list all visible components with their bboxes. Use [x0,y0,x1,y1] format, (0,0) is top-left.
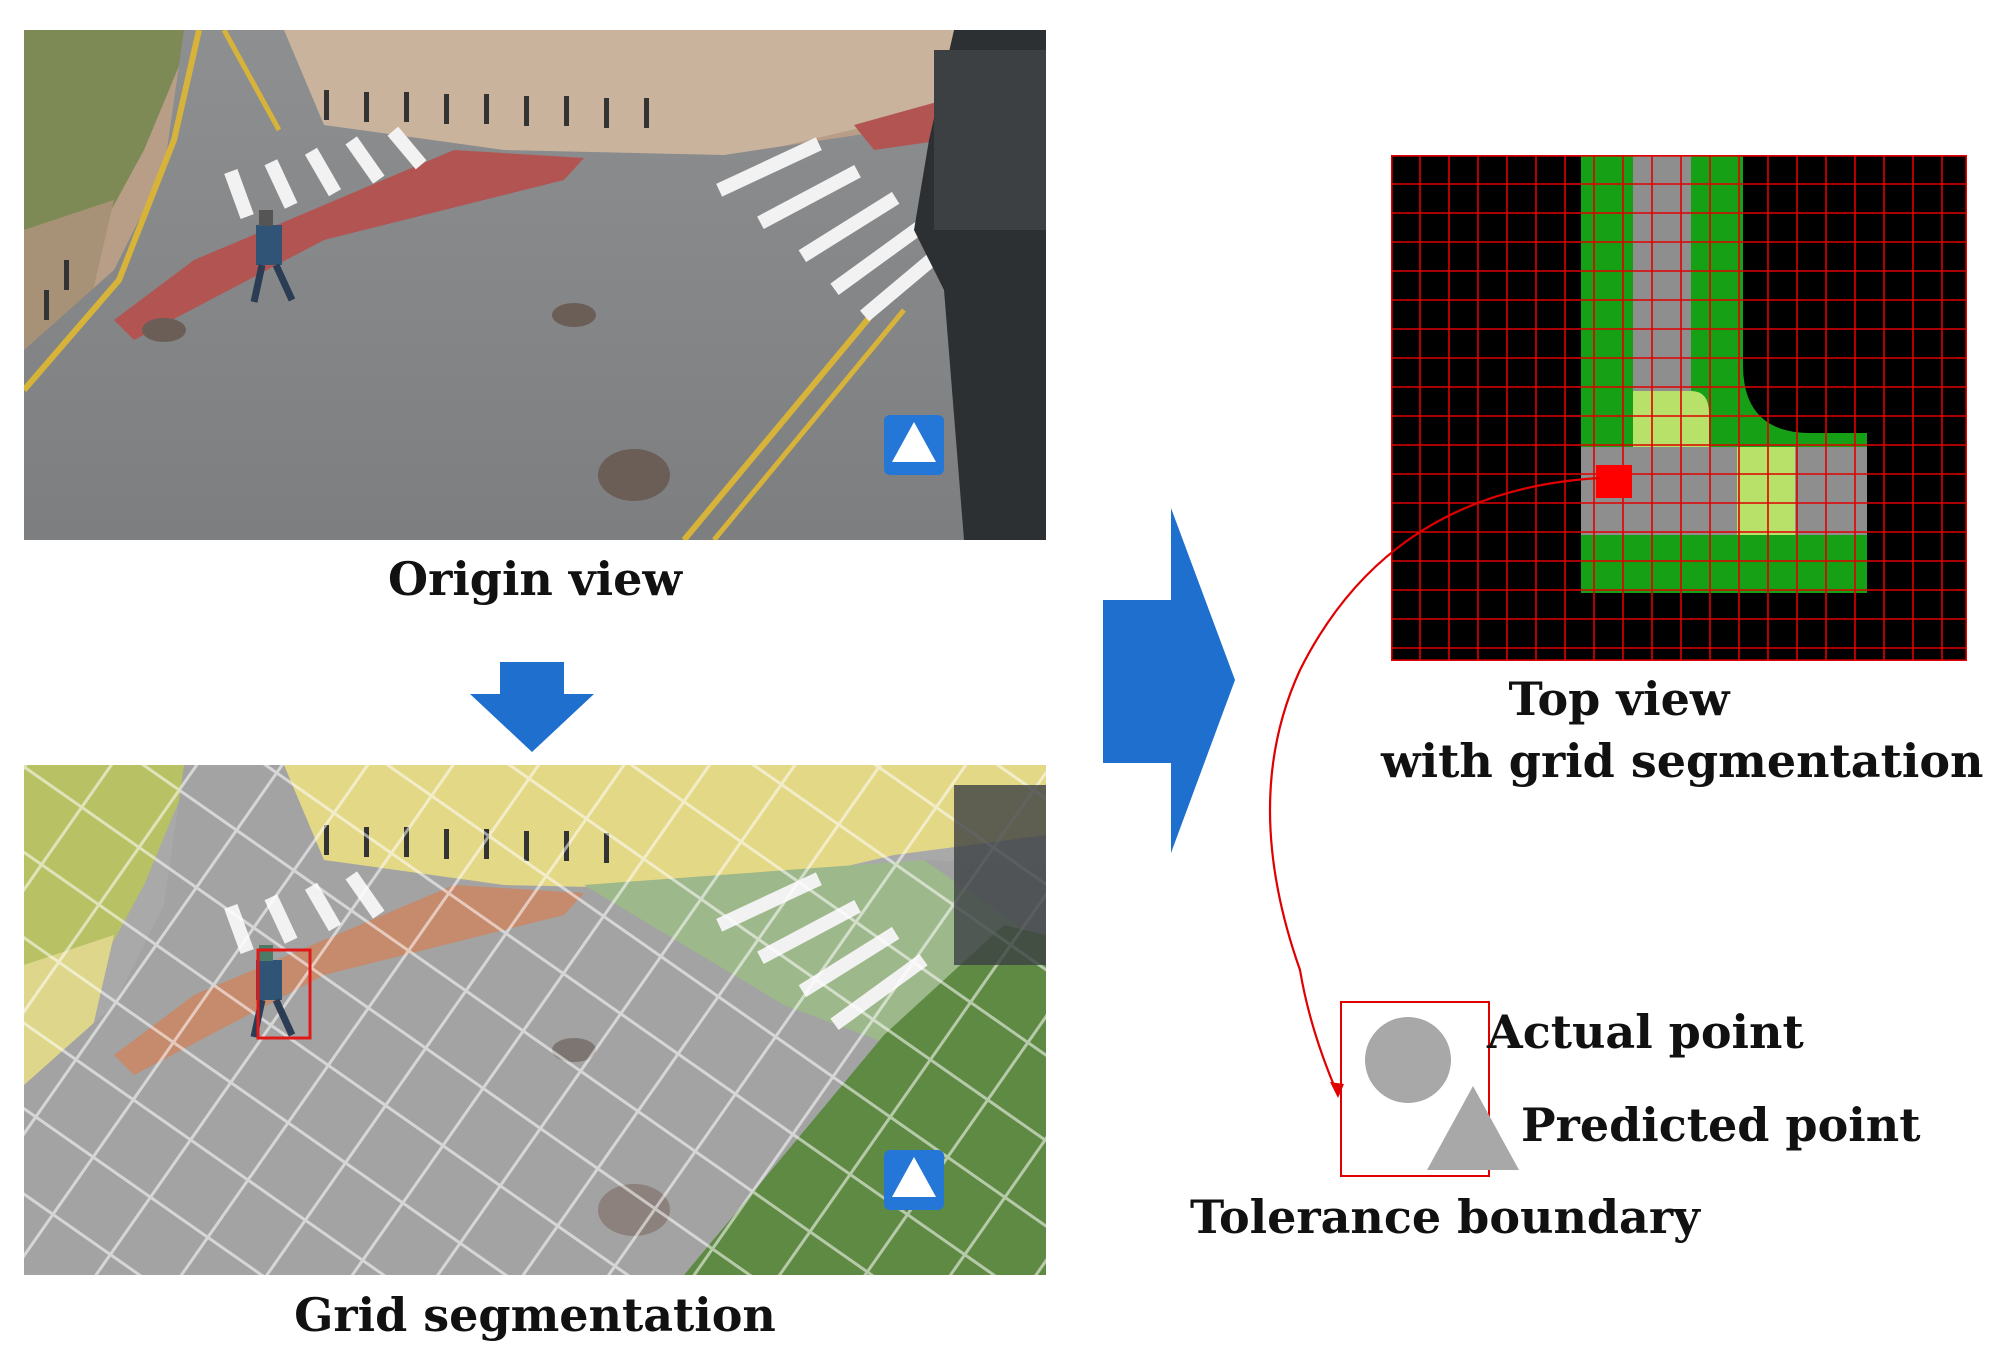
origin-view-caption: Origin view [388,552,682,606]
right-arrow-icon [1103,508,1235,853]
tolerance-boundary-label: Tolerance boundary [1190,1190,1700,1244]
detection-box [256,948,312,1040]
predicted-point-icon [1427,1086,1519,1170]
down-arrow-icon [470,662,594,752]
origin-view-image [24,30,1046,540]
pedestrian-sign-icon [884,415,944,475]
pedestrian [250,210,296,303]
top-view-caption-line2: with grid segmentation [1381,734,1984,788]
grid-segmentation-caption: Grid segmentation [294,1288,776,1342]
tolerance-boundary-box [1340,1001,1490,1177]
grid-lines [1391,155,1967,661]
actual-point-label: Actual point [1487,1005,1804,1059]
highlighted-cell [1596,465,1632,498]
predicted-point-label: Predicted point [1521,1098,1921,1152]
top-view-grid [1391,155,1967,661]
top-view-caption-line1: Top view [1508,672,1730,726]
grid-segmentation-image [24,765,1046,1275]
pedestrian-sign-icon [884,1150,944,1210]
actual-point-icon [1365,1017,1451,1103]
